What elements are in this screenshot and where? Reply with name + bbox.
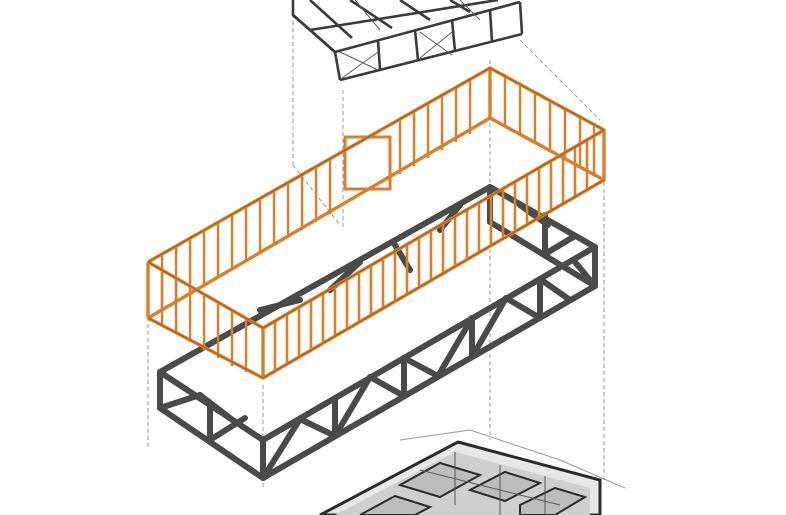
floor-partitions bbox=[419, 452, 561, 515]
site-lines bbox=[399, 429, 626, 489]
front-wall-studs bbox=[273, 139, 589, 371]
roof-bracing bbox=[339, 0, 481, 79]
right-wall-studs bbox=[503, 76, 596, 174]
back-wall-studs bbox=[160, 78, 472, 310]
floor-rooms bbox=[359, 461, 588, 515]
steel-truss-base bbox=[157, 184, 598, 481]
floor-plan bbox=[319, 429, 626, 515]
projection-guides bbox=[147, 0, 605, 490]
timber-stud-walls bbox=[146, 66, 606, 380]
roof-frame bbox=[291, 0, 524, 82]
left-wall-studs bbox=[160, 270, 248, 372]
wall-edge-lines bbox=[147, 67, 605, 379]
